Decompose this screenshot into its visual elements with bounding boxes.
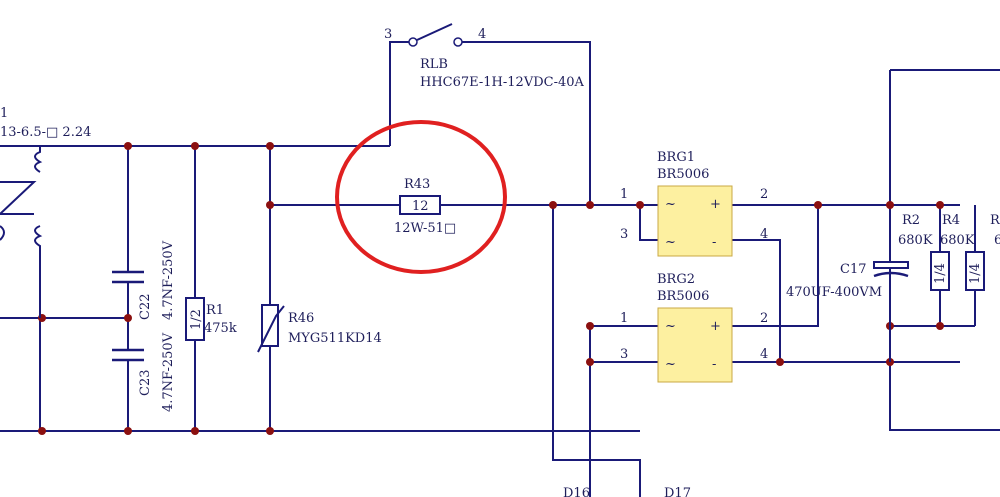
brg1-ref: BRG1 [657,150,695,165]
brg2-plus: + [710,319,721,334]
r43-body-label: 12 [412,199,429,214]
r2-value: 680K [898,233,933,248]
d16-ref: D16 [563,486,590,497]
relay-rlb[interactable] [408,23,463,47]
capacitor-c23[interactable] [112,348,144,362]
capacitor-c17[interactable] [873,261,909,362]
r4-ref: R4 [942,213,960,228]
r46-ref: R46 [288,311,314,326]
r2-ref: R2 [902,213,920,228]
r-edge-ref: R [990,213,1000,228]
brg2-ac2: ~ [665,357,676,372]
brg2-pin1: 1 [620,311,628,326]
relay-pin-4: 4 [478,27,486,42]
highlight-circle [335,120,507,274]
r2-body-label: 1/4 [933,263,948,284]
bridge-brg2[interactable] [657,307,733,383]
c22-value: 4.7NF-250V [161,240,176,320]
brg1-ac1: ~ [665,197,676,212]
brg2-pin3: 3 [620,347,628,362]
brg2-pin4: 4 [760,347,768,362]
brg1-plus: + [710,197,721,212]
brg1-ac2: ~ [665,235,676,250]
brg1-pin1: 1 [620,187,628,202]
relay-ref: RLB [420,57,448,72]
resistor-r2[interactable] [930,251,950,291]
r1-body-label: 1/2 [189,309,204,330]
brg2-part: BR5006 [657,289,709,304]
c23-ref: C23 [138,370,153,397]
inductor-symbol [0,146,43,318]
r1-value: 475k [204,321,237,336]
resistor-r43[interactable] [399,195,441,215]
brg2-pin2: 2 [760,311,768,326]
c17-value: 470UF-400VM [786,285,882,300]
r43-value: 12W-51□ [394,221,456,236]
brg1-pin2: 2 [760,187,768,202]
inductor-ref: 1 [0,106,8,121]
wires [0,41,1000,497]
inductor-value: 13-6.5-□ 2.24 [0,125,91,140]
brg2-ref: BRG2 [657,272,695,287]
relay-part: HHC67E-1H-12VDC-40A [420,75,585,90]
capacitor-c22[interactable] [112,270,144,284]
c22-ref: C22 [138,294,153,321]
r4-body-label: 1/4 [968,263,983,284]
r-edge-value: 6 [994,233,1000,248]
relay-pin-3: 3 [384,27,392,42]
r4-value: 680K [940,233,975,248]
resistor-r4[interactable] [965,251,985,291]
c17-ref: C17 [840,262,867,277]
brg1-minus: - [712,235,716,250]
brg1-part: BR5006 [657,167,709,182]
varistor-r46[interactable] [257,304,285,353]
brg2-minus: - [712,357,716,372]
r1-ref: R1 [206,303,224,318]
c23-value: 4.7NF-250V [161,332,176,412]
brg1-pin3: 3 [620,227,628,242]
r46-value: MYG511KD14 [288,331,382,346]
r43-ref: R43 [404,177,430,192]
d17-ref: D17 [664,486,691,497]
bridge-brg1[interactable] [657,185,733,257]
junction-nodes [38,142,944,435]
brg2-ac1: ~ [665,319,676,334]
resistor-r1[interactable] [185,297,205,341]
brg1-pin4: 4 [760,227,768,242]
